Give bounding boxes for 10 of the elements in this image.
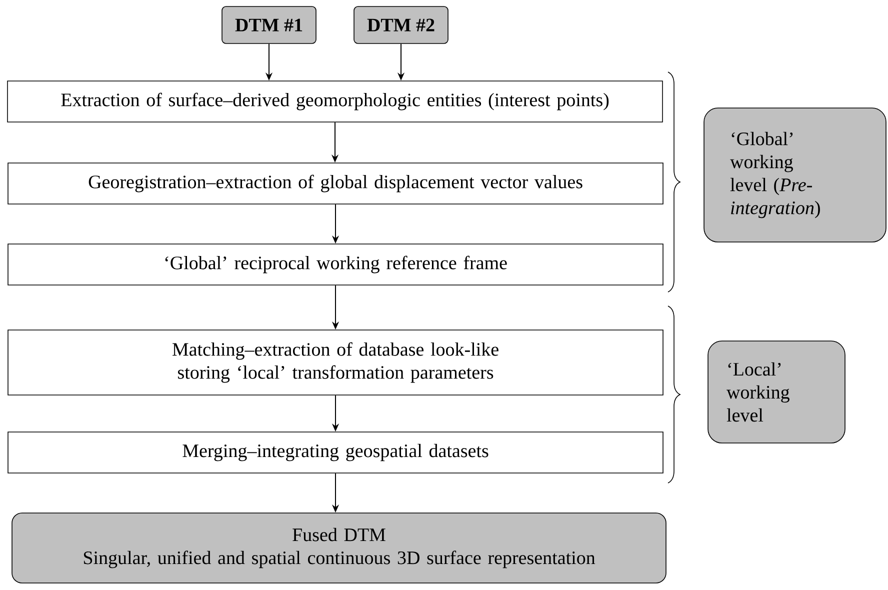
input-box: DTM #2	[354, 6, 448, 44]
input-box: DTM #1	[222, 6, 316, 44]
level-box: ‘Global’ working level (Pre-integration)	[704, 108, 886, 242]
level-box: ‘Local’ working level	[708, 340, 846, 444]
process-box: Matching–extraction of database look-like storing ‘local’ transformation parameters	[8, 330, 664, 396]
output-box: Fused DTM Singular, unified and spatial continuous 3D surface representation	[12, 512, 666, 584]
process-box: Extraction of surface–derived geomorphologic entities (interest points)	[7, 80, 663, 122]
process-box: Merging–integrating geospatial datasets	[8, 432, 664, 474]
process-box: Georegistration–extraction of global displacement vector values	[8, 162, 664, 204]
process-box: ‘Global’ reciprocal working reference frame	[8, 244, 664, 286]
